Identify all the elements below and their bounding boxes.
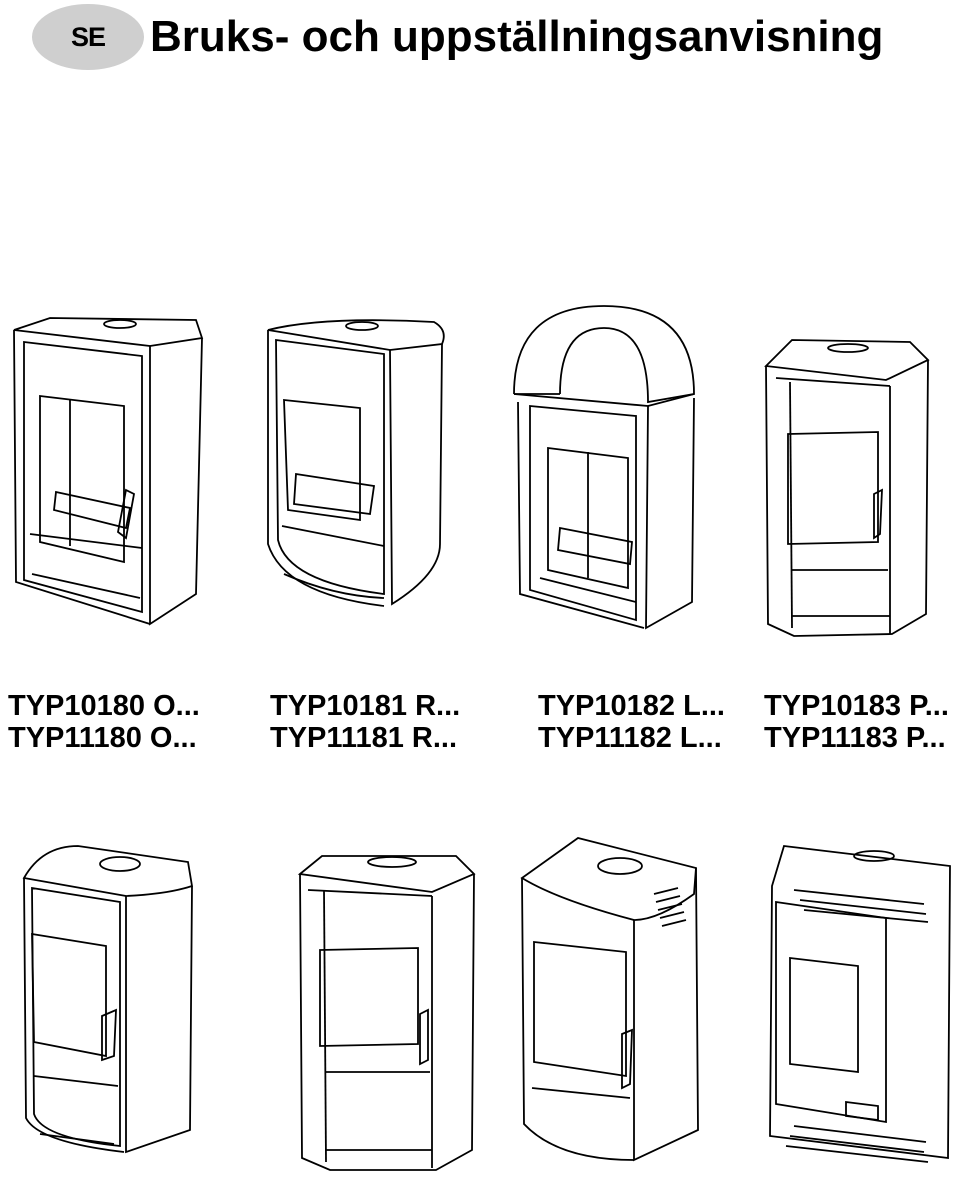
page-title: Bruks- och uppställningsanvisning (150, 12, 884, 61)
stove-flat-top-illustration (10, 312, 206, 630)
stove-hexagonal-illustration (762, 338, 932, 640)
model-caption-2: TYP10181 R... TYP11181 R... (270, 690, 461, 754)
language-badge: SE (32, 4, 144, 70)
stove-curved-top-vented-illustration (518, 834, 704, 1164)
stove-rounded-illustration (264, 314, 452, 610)
stove-slanted-slotted-illustration (760, 840, 952, 1174)
stove-hexagonal-tall-illustration (296, 850, 478, 1174)
stove-arched-illustration (508, 302, 700, 632)
stove-rounded-corner-illustration (18, 842, 198, 1158)
model-caption-4: TYP10183 P... TYP11183 P... (764, 690, 949, 754)
model-caption-1: TYP10180 O... TYP11180 O... (8, 690, 200, 754)
model-caption-3: TYP10182 L... TYP11182 L... (538, 690, 725, 754)
